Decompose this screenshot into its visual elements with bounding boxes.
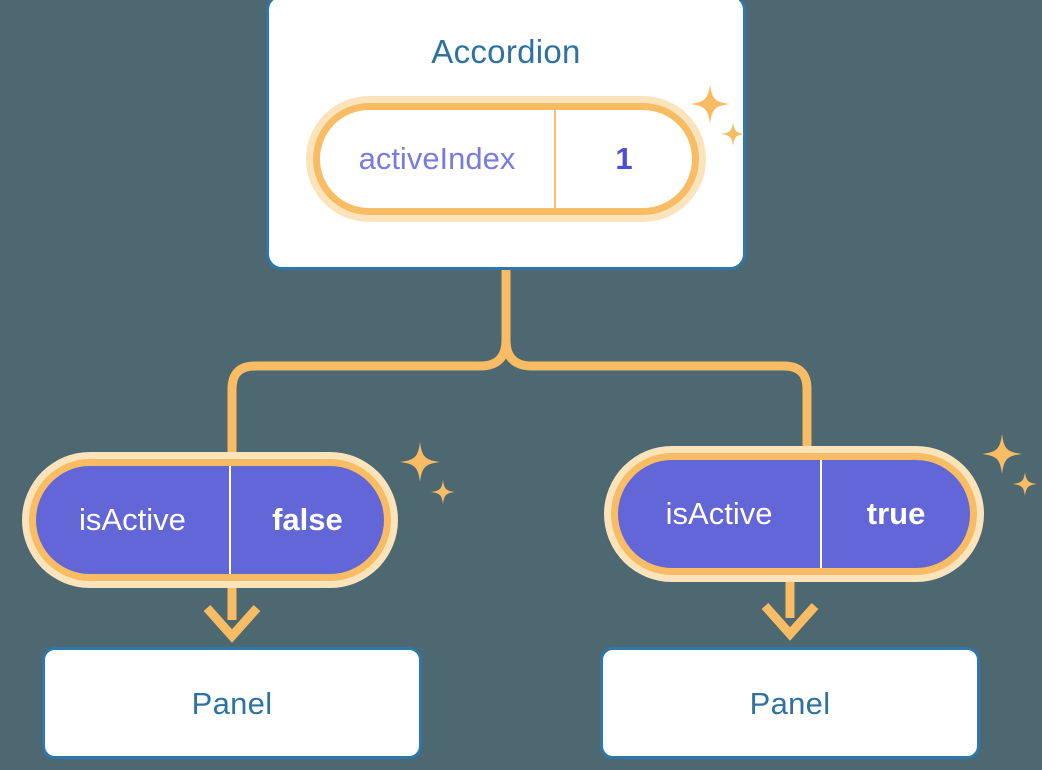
state-pill-body: isActive true (618, 460, 970, 568)
state-pill-is-active-true[interactable]: isActive true (604, 446, 984, 582)
state-pill-active-index[interactable]: activeIndex 1 (306, 96, 706, 222)
arrow-down-icon-left (203, 605, 261, 643)
panel-title: Panel (191, 685, 273, 721)
state-pill-is-active-false[interactable]: isActive false (22, 452, 398, 588)
state-value-label: 1 (615, 141, 633, 176)
state-key-label: activeIndex (320, 110, 556, 208)
state-key-label: isActive (36, 466, 231, 574)
state-value-label: false (272, 502, 343, 537)
state-pill-ring: activeIndex 1 (313, 103, 699, 215)
arrow-down-icon-right (761, 603, 819, 641)
state-value-label: true (866, 496, 926, 531)
panel-title: Panel (749, 685, 831, 721)
state-pill-body: activeIndex 1 (320, 110, 692, 208)
connector-branch-right (501, 339, 812, 449)
connector-branch-left (227, 339, 511, 455)
state-key-label: isActive (618, 460, 823, 568)
component-card-panel-left[interactable]: Panel (42, 647, 422, 759)
component-card-panel-right[interactable]: Panel (600, 647, 980, 759)
page-title: Accordion (431, 33, 581, 70)
state-pill-ring: isActive true (611, 453, 977, 575)
state-pill-ring: isActive false (29, 459, 391, 581)
state-pill-body: isActive false (36, 466, 384, 574)
